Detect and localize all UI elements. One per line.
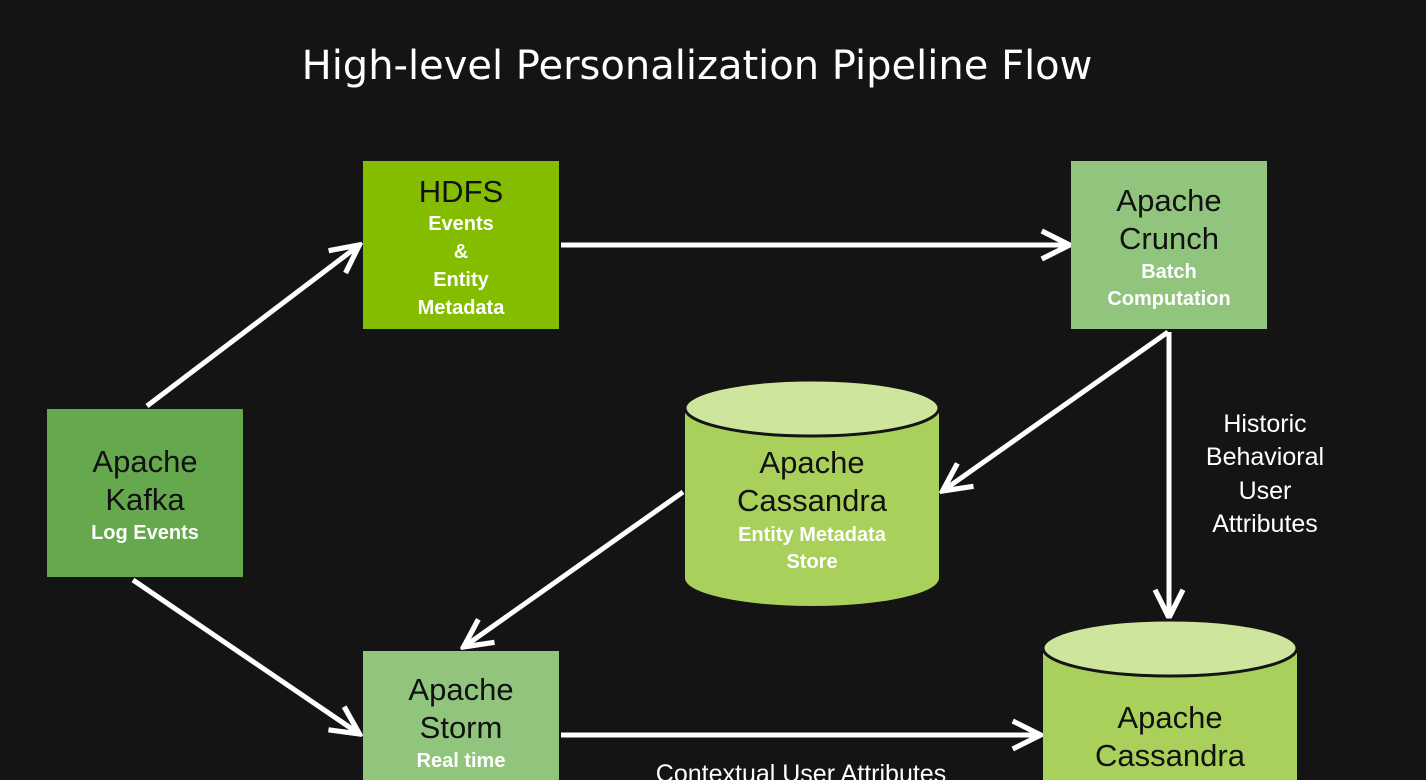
hdfs-sub-line-2: &	[454, 241, 468, 263]
hdfs-sub-line-4: Metadata	[418, 297, 506, 319]
storm-name-line-2: Storm	[420, 710, 503, 745]
kafka-box	[47, 409, 243, 577]
crunch-sub-line-2: Computation	[1107, 288, 1230, 310]
node-cassandra-entity: Apache Cassandra Entity Metadata Store	[683, 378, 941, 606]
crunch-sub-line-1: Batch	[1141, 261, 1197, 283]
cassandra-user-name-line-2: Cassandra	[1095, 738, 1246, 773]
label-historic-attributes: Historic Behavioral User Attributes	[1206, 410, 1324, 538]
crunch-box	[1071, 161, 1267, 329]
cassandra-entity-sub-line-1: Entity Metadata	[738, 524, 887, 546]
node-cassandra-user: Apache Cassandra	[1041, 618, 1299, 780]
diagram-title: High-level Personalization Pipeline Flow	[302, 43, 1093, 89]
hdfs-sub-line-1: Events	[428, 213, 494, 235]
arrow-crunch-to-entity-store	[944, 329, 1170, 490]
cassandra-user-body	[1043, 648, 1297, 780]
cassandra-entity-sub-line-2: Store	[786, 551, 837, 573]
crunch-name-line-1: Apache	[1116, 183, 1221, 218]
kafka-name-line-1: Apache	[92, 444, 197, 479]
arrow-kafka-to-storm	[131, 577, 358, 733]
storm-box	[363, 651, 559, 780]
kafka-sub-line-1: Log Events	[91, 522, 199, 544]
storm-sub-line-1: Real time	[417, 750, 506, 772]
historic-line-4: Attributes	[1212, 510, 1318, 538]
arrow-kafka-to-hdfs	[145, 246, 358, 408]
cassandra-entity-name-line-1: Apache	[759, 445, 864, 480]
historic-line-1: Historic	[1223, 410, 1306, 438]
cassandra-user-top	[1041, 618, 1299, 678]
node-kafka: Apache Kafka Log Events	[47, 409, 243, 577]
kafka-name-line-2: Kafka	[105, 482, 185, 517]
hdfs-sub-line-3: Entity	[433, 269, 489, 291]
cassandra-user-name-line-1: Apache	[1117, 700, 1222, 735]
node-storm: Apache Storm Real time	[363, 651, 559, 780]
historic-line-3: User	[1239, 477, 1292, 505]
cassandra-entity-body	[685, 408, 939, 606]
node-hdfs: HDFS Events & Entity Metadata	[363, 161, 559, 329]
historic-line-2: Behavioral	[1206, 443, 1324, 471]
arrow-entity-store-to-storm	[465, 489, 685, 646]
storm-name-line-1: Apache	[408, 672, 513, 707]
cassandra-entity-name-line-2: Cassandra	[737, 483, 888, 518]
hdfs-box	[363, 161, 559, 329]
hdfs-name-line-1: HDFS	[419, 174, 503, 209]
node-crunch: Apache Crunch Batch Computation	[1071, 161, 1267, 329]
label-contextual-attributes: Contextual User Attributes	[656, 760, 946, 780]
cassandra-entity-top	[683, 378, 941, 438]
crunch-name-line-2: Crunch	[1119, 221, 1219, 256]
